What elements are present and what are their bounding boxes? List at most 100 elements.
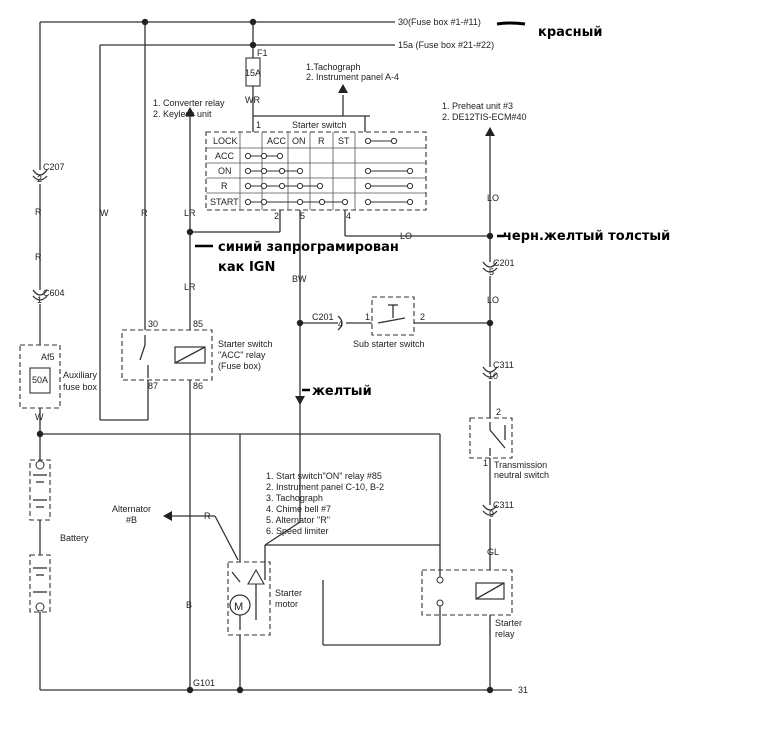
preheat-label-1: 1. Preheat unit #3 <box>442 101 513 111</box>
battery-label: Battery <box>60 533 89 543</box>
bw-list-item-1: 1. Start switch"ON" relay #85 <box>266 471 382 481</box>
neutral-switch-label-1: Transmission <box>494 460 547 470</box>
tacho-label-1: 1.Tachograph <box>306 62 361 72</box>
sub-switch-box <box>371 296 415 336</box>
c207-wire-r: R <box>35 207 42 217</box>
starter-motor-symbol <box>229 568 265 630</box>
switch-pos-start: START <box>210 197 239 207</box>
b15a-label: 15a (Fuse box #21-#22) <box>398 40 494 50</box>
starter-relay-label-1: Starter <box>495 618 522 628</box>
c201-label: C201 <box>312 312 334 322</box>
bw-list-item-3: 3. Tachograph <box>266 493 323 503</box>
switch-contacts <box>244 137 414 206</box>
aux-fuse-tag: Af5 <box>41 352 55 362</box>
ground-label: 31 <box>518 685 528 695</box>
tacho-arrow-icon <box>338 84 348 93</box>
neutral-switch-box <box>469 417 513 459</box>
tacho-label-2: 2. Instrument panel A-4 <box>306 72 399 82</box>
acc-relay-label-1: Starter switch <box>218 339 273 349</box>
sub-switch-pin-2: 2 <box>420 312 425 322</box>
neutral-switch-pin-1: 1 <box>483 458 488 468</box>
switch-col-acc: ACC <box>267 136 287 146</box>
annotation-black-yellow: черн.желтый толстый <box>503 229 670 244</box>
c201-pin: 4 <box>338 319 343 329</box>
neutral-switch-label-2: neutral switch <box>494 470 549 480</box>
c201-connector <box>337 315 343 331</box>
sub-switch-label: Sub starter switch <box>353 339 425 349</box>
b30-label: 30(Fuse box #1-#11) <box>398 17 481 27</box>
alternator-wire-r: R <box>204 511 211 521</box>
switch-wire-lo: LO <box>400 231 412 241</box>
sub-switch-pin-1: 1 <box>365 312 370 322</box>
switch-wire-bw: BW <box>292 274 307 284</box>
acc-relay-box <box>121 329 213 381</box>
battery-symbol <box>29 459 51 613</box>
starter-relay-label-2: relay <box>495 629 515 639</box>
acc-relay-pin-87: 87 <box>148 381 158 391</box>
c207-pin: 2 <box>37 174 42 184</box>
switch-pin-4: 4 <box>346 211 351 221</box>
converter-label-2: 2. Keyless unit <box>153 109 212 119</box>
right-wire-gl: GL <box>487 547 499 557</box>
acc-relay-label-2: "ACC" relay <box>218 350 266 360</box>
annotation-marks <box>195 234 505 392</box>
c311-pin: 10 <box>488 371 498 381</box>
starter-relay-symbol <box>436 576 505 607</box>
annotation-yellow: желтый <box>312 384 372 399</box>
switch-col-r: R <box>318 136 325 146</box>
bw-list-item-4: 4. Chime bell #7 <box>266 504 331 514</box>
switch-pin-5: 5 <box>300 211 305 221</box>
right-wire-lo-2: LO <box>487 295 499 305</box>
junction-nodes <box>36 18 494 694</box>
neutral-switch-pin-2: 2 <box>496 407 501 417</box>
c207-label: C207 <box>43 162 65 172</box>
bw-list-item-6: 6. Speed limiter <box>266 526 329 536</box>
aux-fuse-rating: 50A <box>32 375 48 385</box>
c311b-pin: 9 <box>489 509 494 519</box>
starter-motor-label-2: motor <box>275 599 298 609</box>
c604-label: C604 <box>43 288 65 298</box>
acc-relay-label-3: (Fuse box) <box>218 361 261 371</box>
switch-pos-acc: ACC <box>215 151 235 161</box>
acc-relay-pin-86: 86 <box>193 381 203 391</box>
acc-relay-pin-85: 85 <box>193 319 203 329</box>
annotation-swoosh <box>496 21 526 26</box>
switch-col-st: ST <box>338 136 350 146</box>
wire-r-label: R <box>141 208 148 218</box>
fuse-f1-name: F1 <box>257 48 268 58</box>
converter-label-1: 1. Converter relay <box>153 98 225 108</box>
starter-motor-box <box>227 561 271 636</box>
starter-motor-m-icon: M <box>234 601 243 613</box>
c201b-label: C201 <box>493 258 515 268</box>
starter-motor-label-1: Starter <box>275 588 302 598</box>
preheat-arrow-icon <box>485 127 495 136</box>
acc-relay-symbol <box>139 335 206 378</box>
starter-switch-box <box>205 131 427 211</box>
wire-lr-label-2: LR <box>184 282 196 292</box>
acc-relay-wiring <box>99 22 191 690</box>
alternator-label-2: #B <box>126 515 137 525</box>
fuse-f1-rating: 15A <box>245 68 261 78</box>
aux-fuse-label-2: fuse box <box>63 382 98 392</box>
starter-switch-title: Starter switch <box>292 120 347 130</box>
aux-fuse-element <box>29 367 51 394</box>
switch-outputs <box>190 210 490 522</box>
c604-pin: 1 <box>37 295 42 305</box>
starter-relay-box <box>421 569 513 616</box>
wire-lr-label: LR <box>184 208 196 218</box>
wire-b-label: B <box>186 600 192 610</box>
c311-label: C311 <box>493 360 514 370</box>
c311b-label: C311 <box>493 500 514 510</box>
supply-lines <box>40 21 512 691</box>
annotation-blue-1: синий запрограмирован <box>218 240 399 255</box>
switch-pos-lock: LOCK <box>213 136 238 146</box>
bw-list-item-2: 2. Instrument panel C-10, B-2 <box>266 482 384 492</box>
neutral-switch-symbol <box>489 422 506 456</box>
starter-motor-wiring <box>172 434 441 690</box>
switch-col-on: ON <box>292 136 306 146</box>
aux-fuse-box <box>19 344 61 409</box>
fuse-f1-wiring <box>245 22 261 132</box>
annotation-blue-2: как IGN <box>218 260 275 275</box>
bw-arrow-icon <box>295 396 305 405</box>
